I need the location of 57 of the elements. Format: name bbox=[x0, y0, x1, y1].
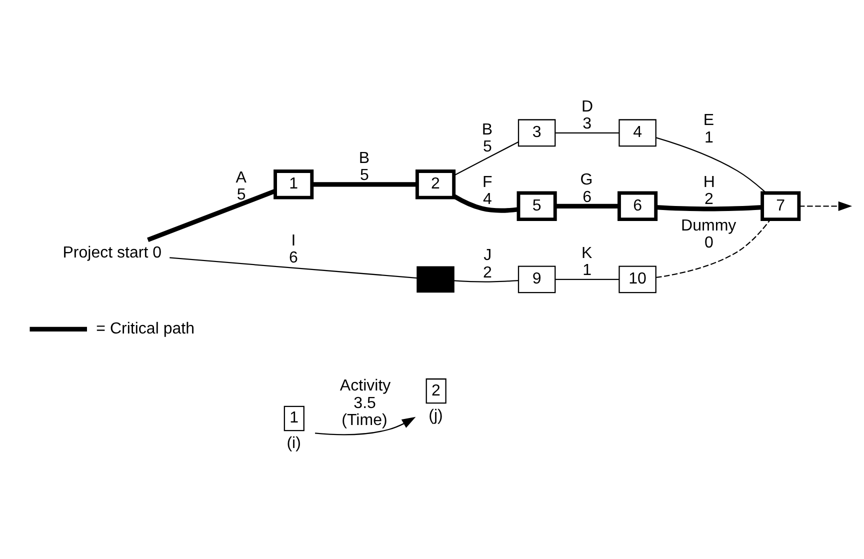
node-box: 9 bbox=[517, 265, 556, 293]
label: 5 bbox=[236, 185, 246, 204]
node-box: 7 bbox=[760, 190, 800, 221]
label: 1 bbox=[704, 128, 713, 146]
edge-label: Dummy bbox=[680, 216, 736, 234]
connector bbox=[312, 182, 416, 186]
edge-label: G bbox=[580, 170, 592, 188]
node-box: 5 bbox=[516, 190, 556, 221]
node-box: 4 bbox=[618, 118, 656, 146]
node-box: 10 bbox=[618, 265, 656, 293]
label: 3 bbox=[582, 114, 592, 132]
edge-label: B bbox=[481, 120, 492, 138]
node-box: 2 bbox=[425, 378, 446, 404]
edge-label: K bbox=[580, 243, 592, 262]
label: 3.5 bbox=[353, 393, 376, 412]
edge-label: D bbox=[580, 96, 593, 115]
node-box bbox=[416, 266, 454, 292]
node-box: 2 bbox=[415, 169, 456, 199]
connector bbox=[453, 280, 518, 282]
connector bbox=[655, 204, 762, 211]
connector bbox=[453, 140, 518, 176]
label: 5 bbox=[359, 166, 368, 184]
node-box: 6 bbox=[617, 190, 658, 221]
arrow bbox=[314, 416, 416, 435]
node-text: Project start 0 bbox=[62, 242, 162, 261]
edge-label: E bbox=[702, 110, 714, 129]
connector bbox=[656, 136, 766, 193]
arrow bbox=[798, 200, 852, 210]
connector bbox=[452, 194, 518, 212]
label: 2 bbox=[704, 190, 713, 208]
edge-label: H bbox=[702, 172, 714, 190]
edge-label: I bbox=[290, 230, 296, 249]
connector bbox=[555, 132, 618, 133]
connector bbox=[656, 218, 770, 278]
label: 6 bbox=[582, 187, 592, 206]
label: 4 bbox=[482, 190, 492, 208]
label: 6 bbox=[288, 248, 298, 266]
edge-label: B bbox=[358, 148, 370, 166]
connector bbox=[146, 188, 276, 242]
node-box: 1 bbox=[273, 169, 314, 199]
node-label: (j) bbox=[428, 406, 442, 424]
edge-label: F bbox=[482, 172, 492, 190]
connector bbox=[555, 278, 618, 280]
edge-label: Activity bbox=[339, 376, 390, 394]
connector bbox=[169, 256, 417, 278]
edge-label: J bbox=[483, 246, 492, 264]
label: 2 bbox=[482, 262, 492, 281]
node-box: 1 bbox=[283, 405, 304, 431]
edge-label: A bbox=[235, 168, 246, 186]
node-box: 3 bbox=[517, 118, 556, 146]
connector bbox=[555, 203, 618, 208]
label: (Time) bbox=[341, 410, 387, 429]
node-label: (i) bbox=[286, 433, 300, 452]
legend-label: = Critical path bbox=[96, 318, 194, 337]
label: 5 bbox=[482, 136, 492, 155]
label: 0 bbox=[704, 233, 713, 252]
label: 1 bbox=[582, 260, 592, 279]
